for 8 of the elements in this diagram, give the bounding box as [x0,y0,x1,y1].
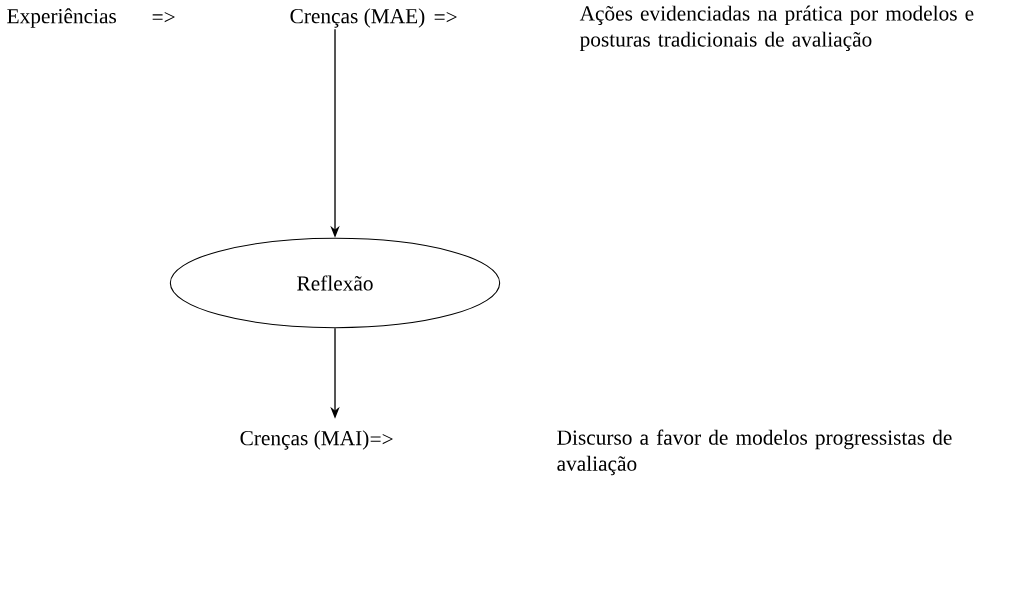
node-text: Ações evidenciadas na prática por modelos e posturas tradicionais de avaliação [579,5,974,51]
implies-sign: => [152,11,175,23]
node-text: Experiências [7,8,116,28]
node-text: Crenças (MAI) [240,430,369,450]
implies-sign: => [370,433,393,445]
node-text: Crenças (MAE) [290,8,425,28]
implies-sign: => [434,11,457,23]
node-text: Discurso a favor de modelos progressistas de avaliação [557,429,952,476]
